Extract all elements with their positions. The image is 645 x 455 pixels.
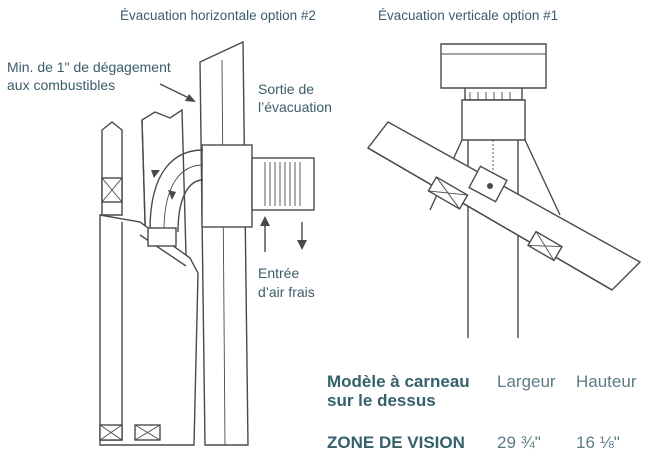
model-label-line1: Modèle à carneau	[327, 372, 470, 391]
clearance-label-line1: Min. de 1" de dégagement	[7, 59, 171, 75]
horizontal-vent-pipe	[201, 144, 315, 228]
viewing-area-label: ZONE DE VISION	[327, 433, 465, 452]
fresh-air-label-line2: d’air frais	[258, 284, 315, 300]
exterior-wall	[199, 40, 249, 446]
wall-stud-left	[101, 121, 123, 216]
clearance-arrow	[159, 83, 196, 102]
column-height-header: Hauteur	[576, 372, 637, 391]
exhaust-label-line1: Sortie de	[258, 81, 315, 97]
clearance-label-line2: aux combustibles	[7, 77, 116, 93]
viewing-area-height: 16 ⅛"	[576, 433, 620, 452]
vertical-vent-caption: Évacuation verticale option #1	[378, 8, 559, 23]
vent-elbow	[149, 149, 204, 233]
model-label-line2: sur le dessus	[327, 391, 436, 410]
fresh-air-label-line1: Entrée	[258, 265, 300, 281]
horizontal-vent-caption: Évacuation horizontale option #2	[120, 8, 316, 23]
airflow-arrows	[260, 216, 307, 252]
roof-rafter	[366, 121, 642, 291]
exhaust-label-line2: l’évacuation	[258, 99, 332, 115]
column-width-header: Largeur	[497, 372, 556, 391]
viewing-area-width: 29 ¾"	[497, 433, 541, 452]
stove-unit	[99, 214, 199, 446]
vertical-vent-assembly	[429, 43, 561, 338]
